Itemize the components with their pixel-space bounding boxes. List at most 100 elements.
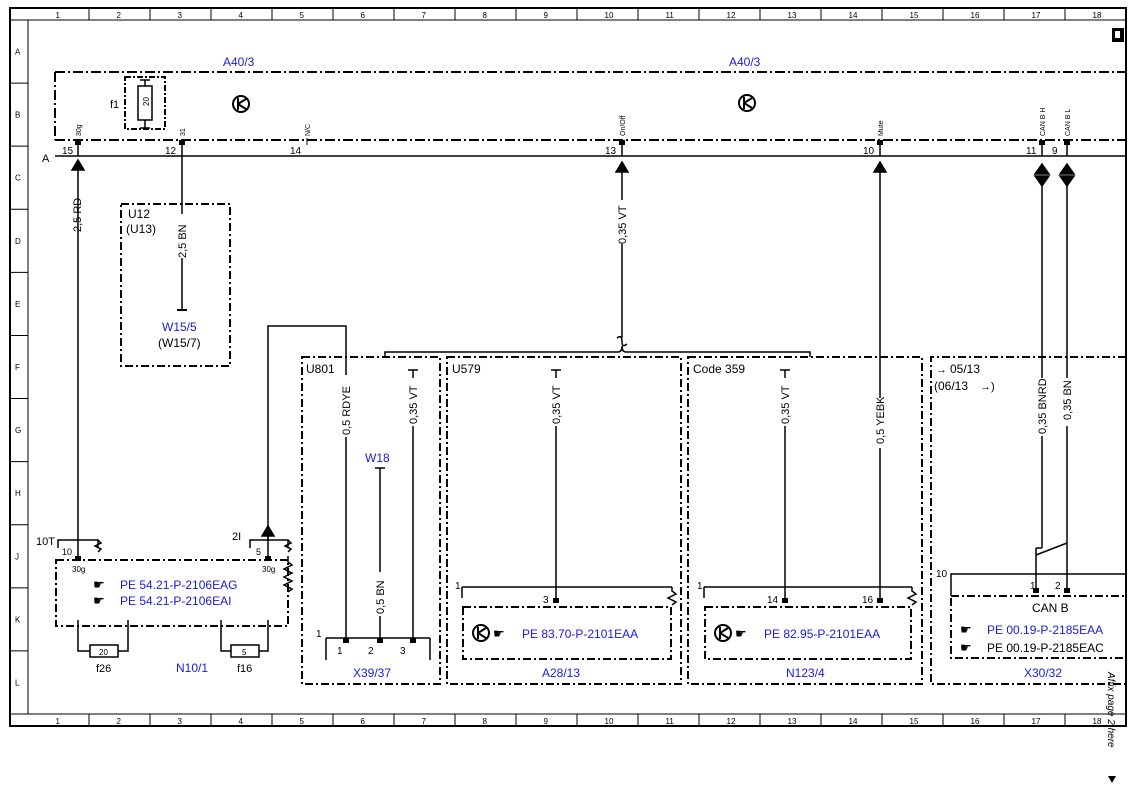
column-label: 10 xyxy=(605,717,614,726)
wire-0-35-vt-main xyxy=(614,160,630,347)
pin-11: CAN B H 11 xyxy=(1026,108,1047,157)
column-label: 11 xyxy=(666,11,675,20)
column-label: 4 xyxy=(239,717,244,726)
column-label: 13 xyxy=(788,717,797,726)
column-label: 17 xyxy=(1032,11,1041,20)
row-label: D xyxy=(15,237,21,246)
row-label: H xyxy=(15,489,21,498)
u12-label: U12 xyxy=(128,207,150,221)
pin-12: 31 12 xyxy=(165,128,187,157)
ref-x30-32-b[interactable]: PE 00.19-P-2185EAC xyxy=(987,641,1104,655)
n123-4-box xyxy=(704,606,912,660)
x30-pin-2: 2 xyxy=(1055,581,1061,592)
ref-x30-32-a[interactable]: PE 00.19-P-2185EAA xyxy=(987,623,1103,637)
fuse-f26-label: f26 xyxy=(96,663,111,675)
svg-text:CAN B H: CAN B H xyxy=(1040,108,1047,136)
pin-stubs xyxy=(77,145,1068,156)
fuse-f1-label: f1 xyxy=(110,99,119,111)
column-label: 2 xyxy=(117,11,122,20)
ref-hand-icon-2: ☛ xyxy=(93,593,105,608)
n123-pin-14: 14 xyxy=(767,595,779,606)
u801-label: U801 xyxy=(306,362,335,376)
svg-text:10: 10 xyxy=(863,146,875,157)
column-label: 11 xyxy=(666,717,675,726)
svg-text:14: 14 xyxy=(290,146,302,157)
row-label: K xyxy=(15,615,21,624)
date-range-box xyxy=(930,356,1126,685)
svg-text:N/C: N/C xyxy=(305,124,312,136)
u579-label: U579 xyxy=(452,362,481,376)
ref-n10-1-a[interactable]: PE 54.21-P-2106EAG xyxy=(120,578,237,592)
wire-label-yebk: 0,5 YEBK xyxy=(875,396,887,444)
column-label: 5 xyxy=(300,11,305,20)
a40-3-label-left: A40/3 xyxy=(223,55,255,69)
w18-label: W18 xyxy=(365,451,390,465)
affix-note: Affix page 2 here xyxy=(1105,671,1116,748)
connector-pin-marks xyxy=(343,588,1070,643)
label-30g-left: 30g xyxy=(72,565,85,574)
ref-a28-13[interactable]: PE 83.70-P-2101EAA xyxy=(522,627,638,641)
ref-n10-1-b[interactable]: PE 54.21-P-2106EAI xyxy=(120,594,231,608)
n123-pin1-side: 1 xyxy=(697,581,703,592)
fuse-f16-label: f16 xyxy=(237,663,252,675)
fuse-f16-value: 5 xyxy=(242,648,247,657)
ref-n123-4[interactable]: PE 82.95-P-2101EAA xyxy=(764,627,880,641)
svg-text:15: 15 xyxy=(62,146,74,157)
fuse-f26 xyxy=(77,620,129,658)
row-label: A xyxy=(15,48,21,57)
column-label: 3 xyxy=(178,717,183,726)
column-label: 15 xyxy=(910,11,919,20)
n123-4-label: N123/4 xyxy=(786,666,825,680)
wire-0-5-rdye xyxy=(267,325,347,638)
wire-label-vt-code359: 0,35 VT xyxy=(780,385,792,424)
wire-label-bn-w18: 0,5 BN xyxy=(375,580,387,614)
ref-hand-icon-4: ☛ xyxy=(735,626,747,641)
row-label: B xyxy=(15,111,20,120)
date-from-arrow-icon: → xyxy=(936,364,947,376)
row-label: J xyxy=(15,552,19,561)
svg-text:30g: 30g xyxy=(76,124,83,136)
w15-7-label: (W15/7) xyxy=(158,336,201,350)
label-5: 5 xyxy=(256,547,261,557)
x39-pin1-side: 1 xyxy=(316,629,322,640)
column-label: 3 xyxy=(178,11,183,20)
label-30g-right: 30g xyxy=(262,565,275,574)
column-label: 8 xyxy=(483,11,488,20)
column-label: 17 xyxy=(1032,717,1041,726)
fuse-f26-value: 20 xyxy=(99,648,108,657)
column-label: 15 xyxy=(910,717,919,726)
wire-label-vt-u801: 0,35 VT xyxy=(408,385,420,424)
a28-13-box xyxy=(462,606,672,660)
svg-text:11: 11 xyxy=(1026,146,1037,157)
x30-32-connector xyxy=(950,573,1126,596)
column-label: 5 xyxy=(300,717,305,726)
w15-5-label: W15/5 xyxy=(162,320,197,334)
column-label: 7 xyxy=(422,11,427,20)
corner-icon-inner xyxy=(1115,31,1120,38)
wire-label-bn: 2,5 BN xyxy=(177,224,189,258)
column-label: 16 xyxy=(971,717,980,726)
svg-text:Mute: Mute xyxy=(878,120,885,136)
wire-label-rdye: 0,5 RDYE xyxy=(341,386,353,435)
a28-13-label: A28/13 xyxy=(542,666,580,680)
n123-pin-16: 16 xyxy=(862,595,874,606)
column-label: 6 xyxy=(361,717,366,726)
x30-32-label: X30/32 xyxy=(1024,666,1062,680)
pin-14: N/C 14 xyxy=(290,124,312,157)
u12-box xyxy=(120,203,231,367)
column-label: 10 xyxy=(605,11,614,20)
a28-transistor-icon xyxy=(472,624,490,642)
column-label: 8 xyxy=(483,717,488,726)
date-from: 05/13 xyxy=(950,362,980,376)
fuse-f16 xyxy=(220,620,269,658)
wire-label-bnrd: 0,35 BNRD xyxy=(1037,378,1049,434)
column-label: 1 xyxy=(56,11,61,20)
column-label: 14 xyxy=(849,717,858,726)
option-brace xyxy=(384,345,811,357)
column-label: 18 xyxy=(1093,11,1102,20)
can-b-box xyxy=(950,595,1127,659)
wire-label-vt-main: 0,35 VT xyxy=(617,205,629,244)
